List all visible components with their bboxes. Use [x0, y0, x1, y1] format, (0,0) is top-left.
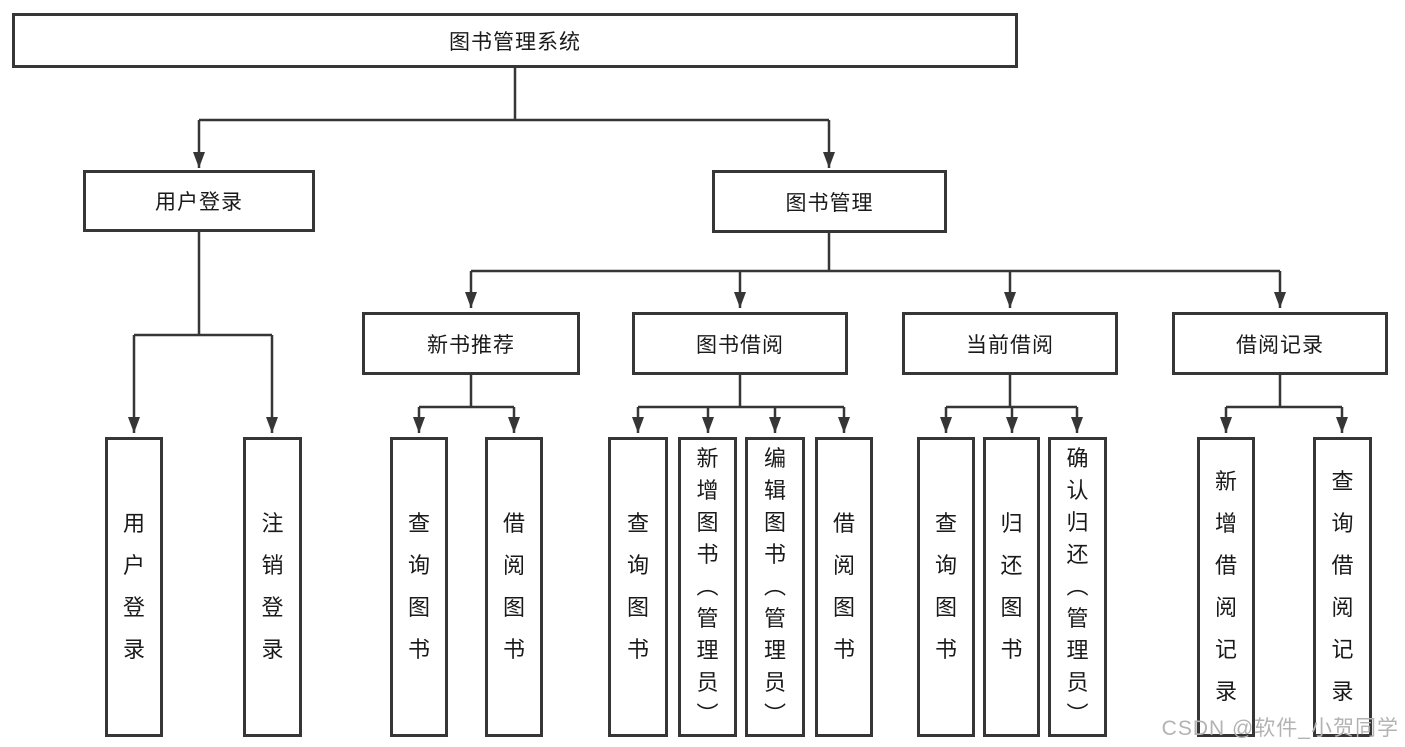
leaf-add-book-admin: 新增图书︵管理员︶: [678, 437, 737, 737]
leaf-borrow-books-newbook: 借阅图书: [485, 437, 543, 737]
node-book-borrowing: 图书借阅: [632, 312, 848, 375]
leaf-return-book: 归还图书: [983, 437, 1040, 737]
leaf-query-books-newbook: 查询图书: [390, 437, 448, 737]
leaf-query-borrow-record: 查询借阅记录: [1313, 437, 1372, 737]
leaf-add-borrow-record: 新增借阅记录: [1197, 437, 1255, 737]
leaf-borrow-books-borrow: 借阅图书: [815, 437, 873, 737]
node-root: 图书管理系统: [12, 13, 1018, 68]
node-user-login: 用户登录: [83, 170, 315, 232]
leaf-logout: 注销登录: [243, 437, 302, 737]
leaf-edit-book-admin: 编辑图书︵管理员︶: [745, 437, 805, 737]
leaf-query-books-borrow: 查询图书: [608, 437, 668, 737]
leaf-query-books-borrow-label: 查询图书: [626, 511, 649, 662]
leaf-query-books-current: 查询图书: [917, 437, 975, 737]
leaf-confirm-return-admin: 确认归还︵管理员︶: [1048, 437, 1107, 737]
node-borrowing-records: 借阅记录: [1172, 312, 1388, 375]
leaf-logout-label: 注销登录: [261, 511, 284, 662]
leaf-user-login: 用户登录: [105, 437, 163, 737]
leaf-return-book-label: 归还图书: [1000, 511, 1023, 662]
leaf-query-books-current-label: 查询图书: [934, 511, 957, 662]
node-book-management: 图书管理: [712, 170, 947, 233]
leaf-borrow-books-borrow-label: 借阅图书: [832, 511, 855, 662]
node-new-book-recommendation: 新书推荐: [362, 312, 580, 375]
watermark-text: CSDN @软件_小贺同学: [1161, 717, 1399, 740]
leaf-add-borrow-record-label: 新增借阅记录: [1214, 469, 1237, 704]
leaf-confirm-return-admin-label: 确认归还︵管理员︶: [1066, 446, 1089, 727]
leaf-edit-book-admin-label: 编辑图书︵管理员︶: [763, 446, 786, 727]
leaf-user-login-label: 用户登录: [122, 511, 145, 662]
leaf-query-books-newbook-label: 查询图书: [407, 511, 430, 662]
leaf-borrow-books-newbook-label: 借阅图书: [502, 511, 525, 662]
leaf-query-borrow-record-label: 查询借阅记录: [1331, 469, 1354, 704]
node-current-borrowing: 当前借阅: [902, 312, 1118, 375]
leaf-add-book-admin-label: 新增图书︵管理员︶: [696, 446, 719, 727]
